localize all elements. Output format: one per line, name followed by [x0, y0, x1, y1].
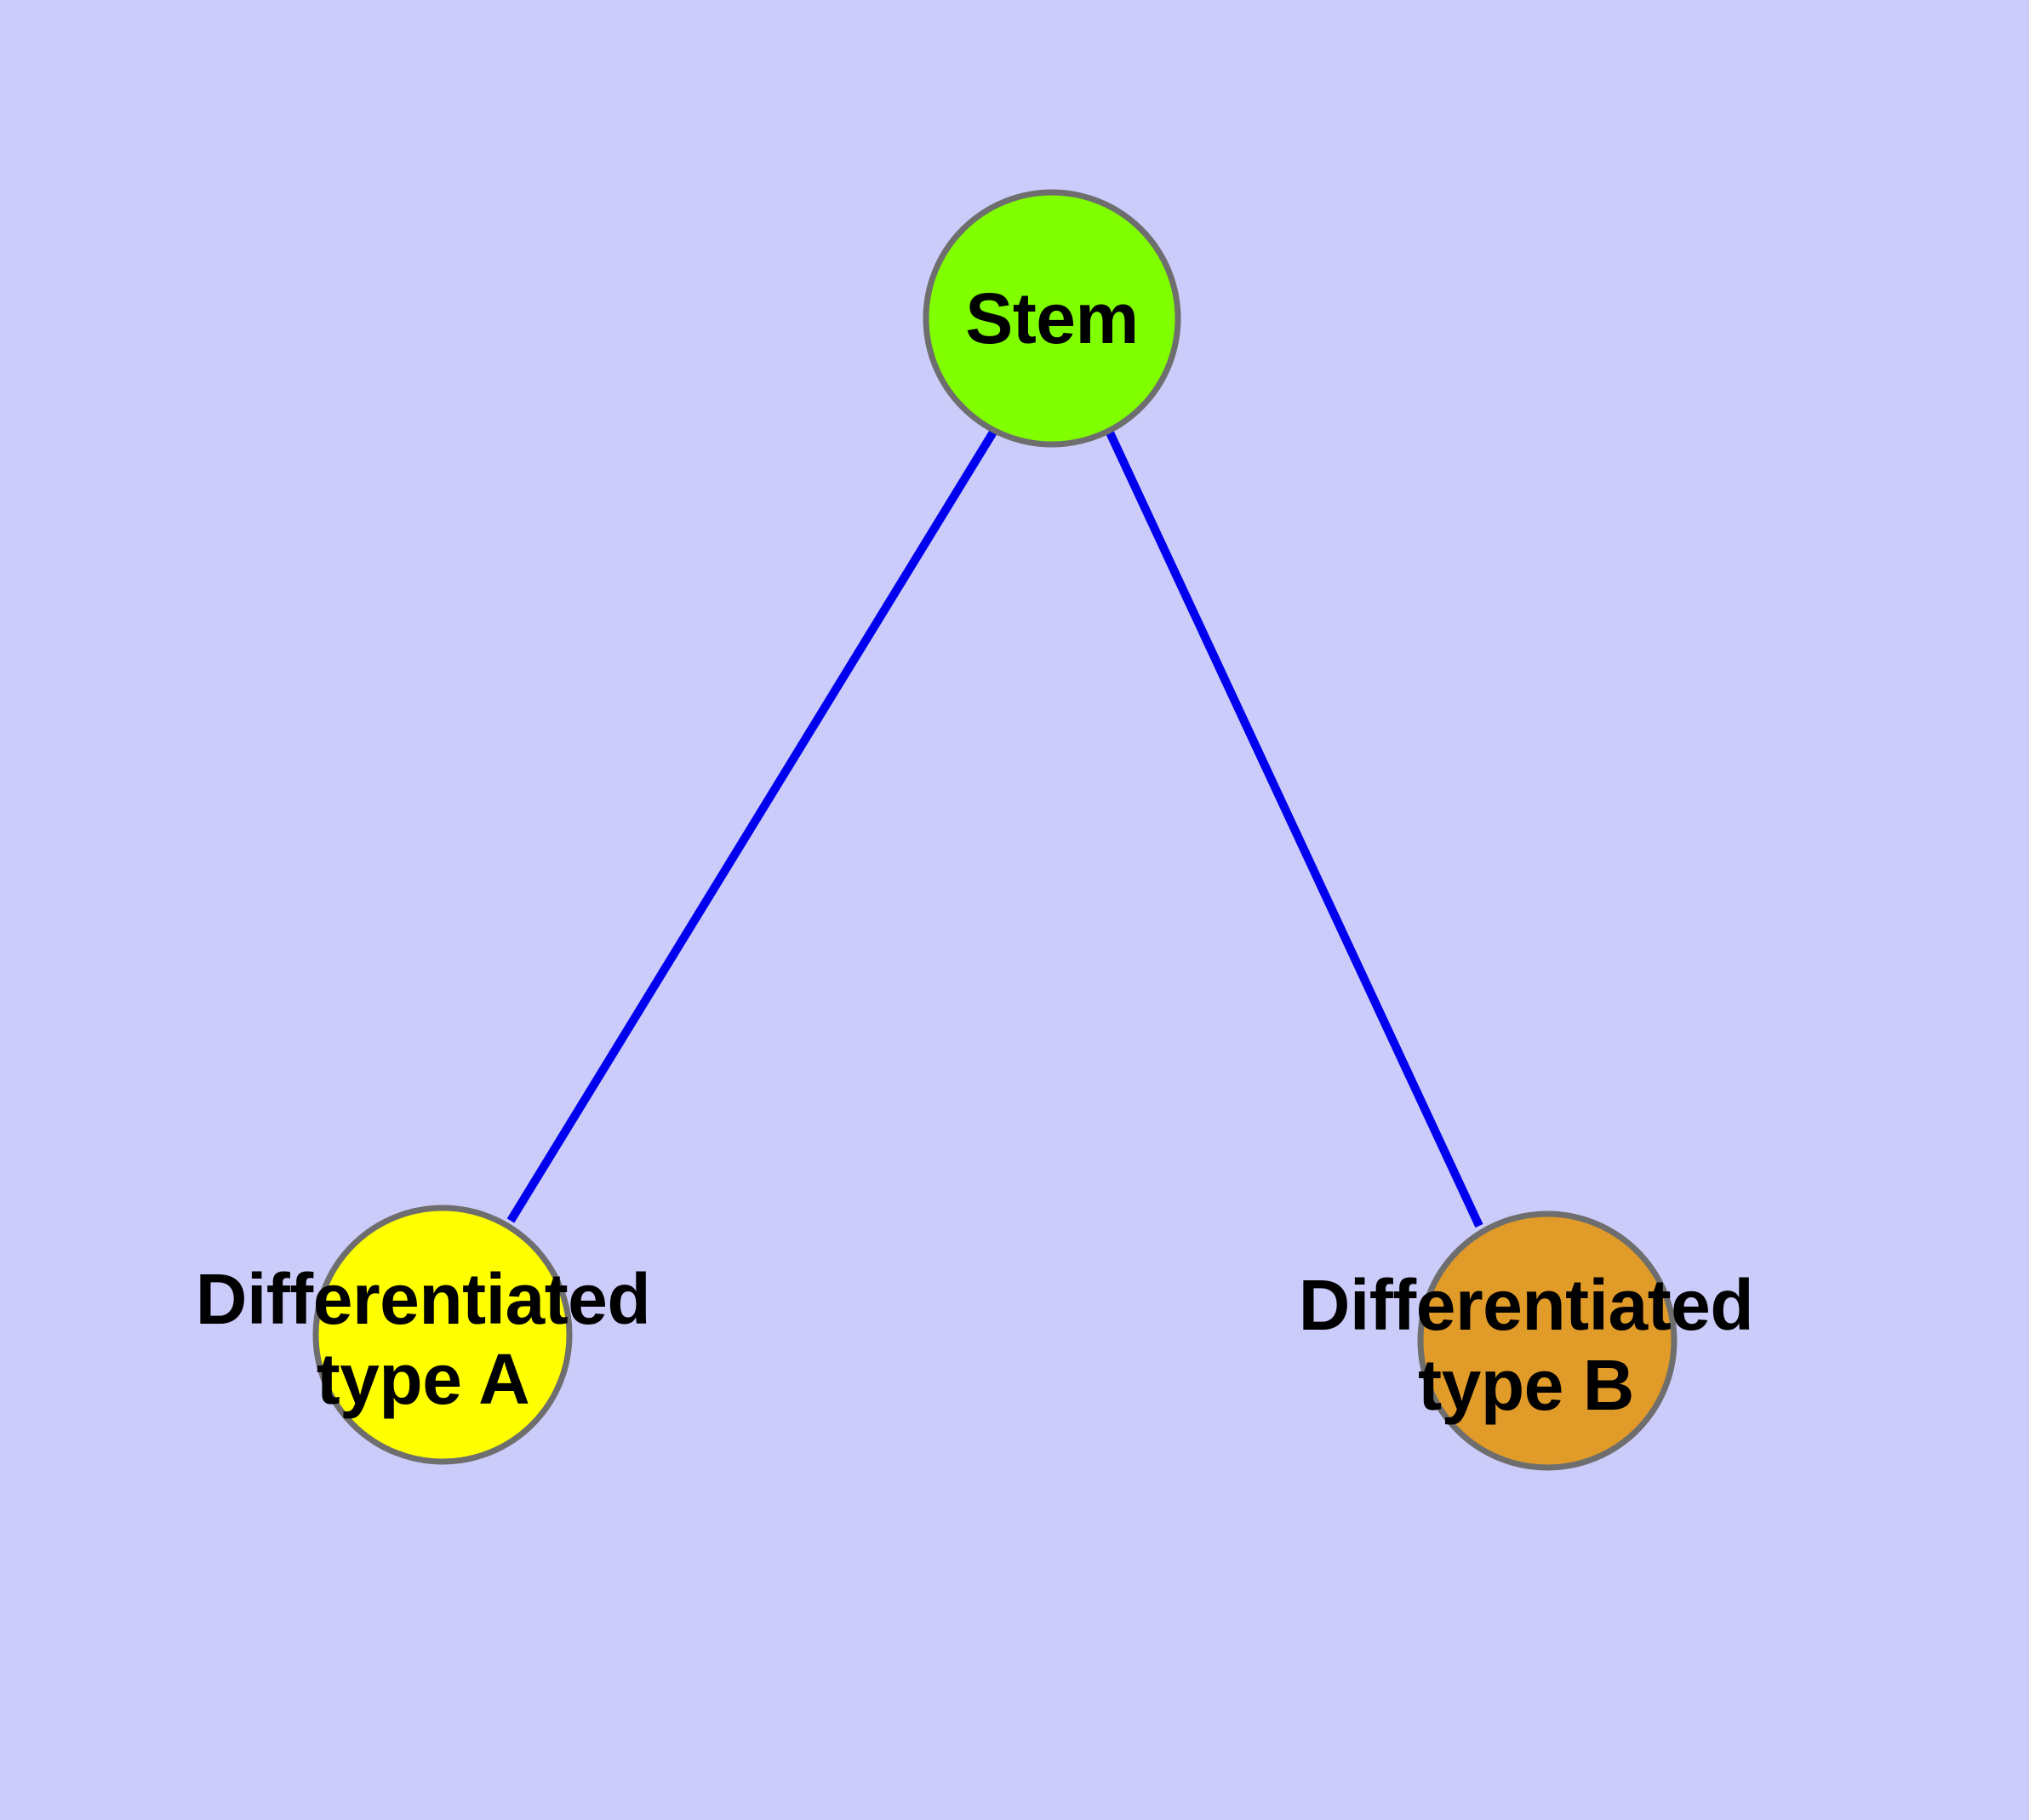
edge-stem-diff-b[interactable] [1105, 428, 1483, 1228]
node-circle-diff-b[interactable] [1417, 1210, 1677, 1471]
node-circle-stem[interactable] [923, 189, 1181, 448]
node-circle-diff-a[interactable] [312, 1205, 573, 1465]
edge-stem-diff-a[interactable] [506, 428, 998, 1223]
edges-group [506, 428, 1483, 1228]
nodes-group [312, 189, 1677, 1471]
